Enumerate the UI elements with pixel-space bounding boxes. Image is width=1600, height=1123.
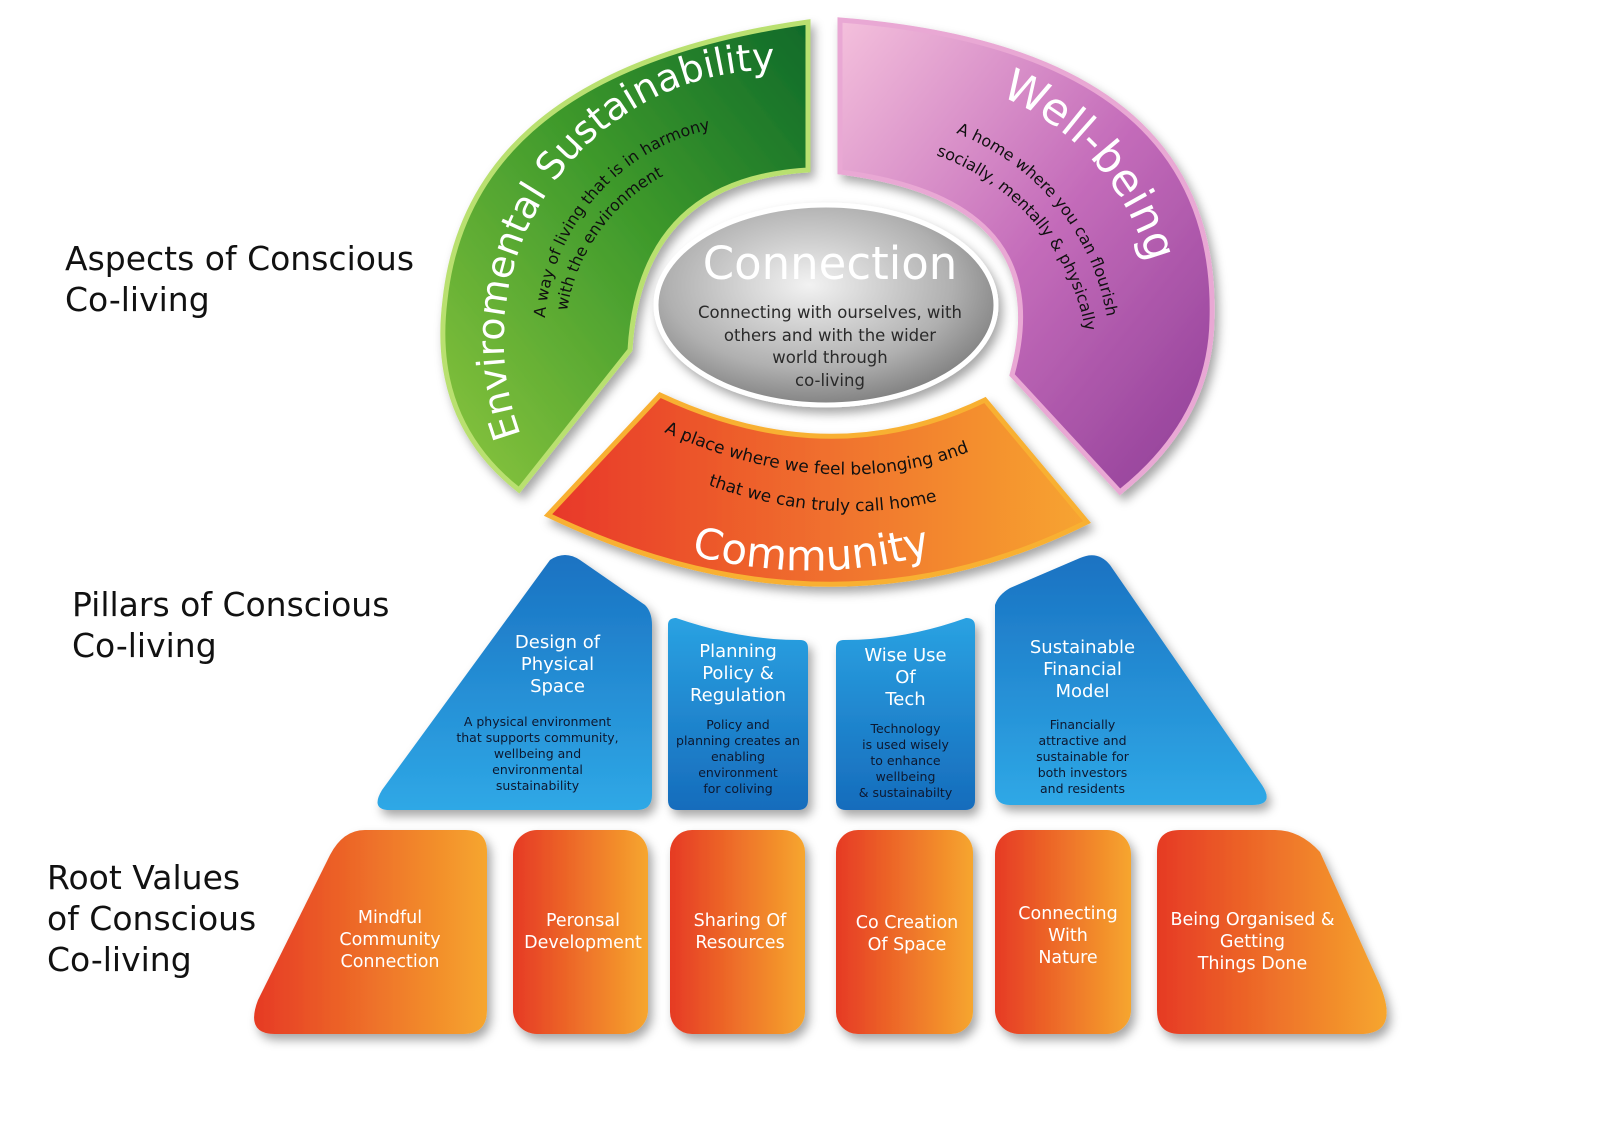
section-label-pillars: Pillars of Conscious Co-living (72, 585, 390, 665)
aspect-wellbeing (837, 17, 1215, 496)
pillar-desc: A physical environment that supports com… (456, 714, 619, 793)
pillar-title: Wise Use Of Tech (864, 645, 947, 710)
root-connecting-nature-shape (995, 830, 1131, 1034)
connection-title: Connection (702, 237, 958, 290)
pillar-sustainable-financial-shape (995, 555, 1267, 805)
connection-desc: Connecting with ourselves, with others a… (698, 303, 962, 390)
section-label-aspects: Aspects of Conscious Co-living (65, 239, 415, 319)
pillar-title: Design of Physical Space (514, 632, 601, 697)
aspect-environmental-sustainability (440, 19, 811, 494)
root-being-organised-shape (1157, 830, 1387, 1034)
aspect-connection (653, 202, 999, 408)
pillar-title: Sustainable Financial Model (1029, 637, 1136, 702)
pillar-title: Planning Policy & Regulation (689, 641, 787, 706)
root-co-creation-shape (836, 830, 973, 1034)
root-being-organised: Being Organised & Getting Things Done (1170, 910, 1335, 974)
root-sharing-resources-shape (670, 830, 805, 1034)
root-co-creation-of-space: Co Creation Of Space (855, 913, 959, 955)
root-connecting-with-nature: Connecting With Nature (1018, 904, 1118, 968)
pillar-sustainable-financial: Sustainable Financial Model Financially … (1000, 637, 1165, 797)
pillar-desc: Policy and planning creates an enabling … (676, 717, 800, 796)
pillar-planning-policy: Planning Policy & Regulation Policy and … (668, 641, 808, 797)
pillar-desc: Technology is used wisely to enhance wel… (858, 721, 953, 800)
section-label-roots: Root Values of Conscious Co-living (47, 858, 257, 979)
aspect-community (543, 391, 1091, 587)
root-mindful-community-shape (254, 830, 487, 1034)
pillar-wise-use-tech: Wise Use Of Tech Technology is used wise… (836, 645, 975, 801)
pillar-desc: Financially attractive and sustainable f… (1036, 717, 1129, 796)
root-sharing-of-resources: Sharing Of Resources (693, 911, 787, 953)
pillar-planning-policy-shape (668, 618, 808, 810)
pillar-design-physical-space: Design of Physical Space A physical envi… (440, 632, 675, 794)
root-personal-development-shape (513, 830, 648, 1034)
pillar-wise-use-tech-shape (836, 618, 975, 810)
root-mindful-community-connection: Mindful Community Connection (339, 908, 441, 972)
root-personal-development: Peronsal Development (524, 911, 642, 953)
pillar-design-physical-space-shape (377, 555, 652, 810)
